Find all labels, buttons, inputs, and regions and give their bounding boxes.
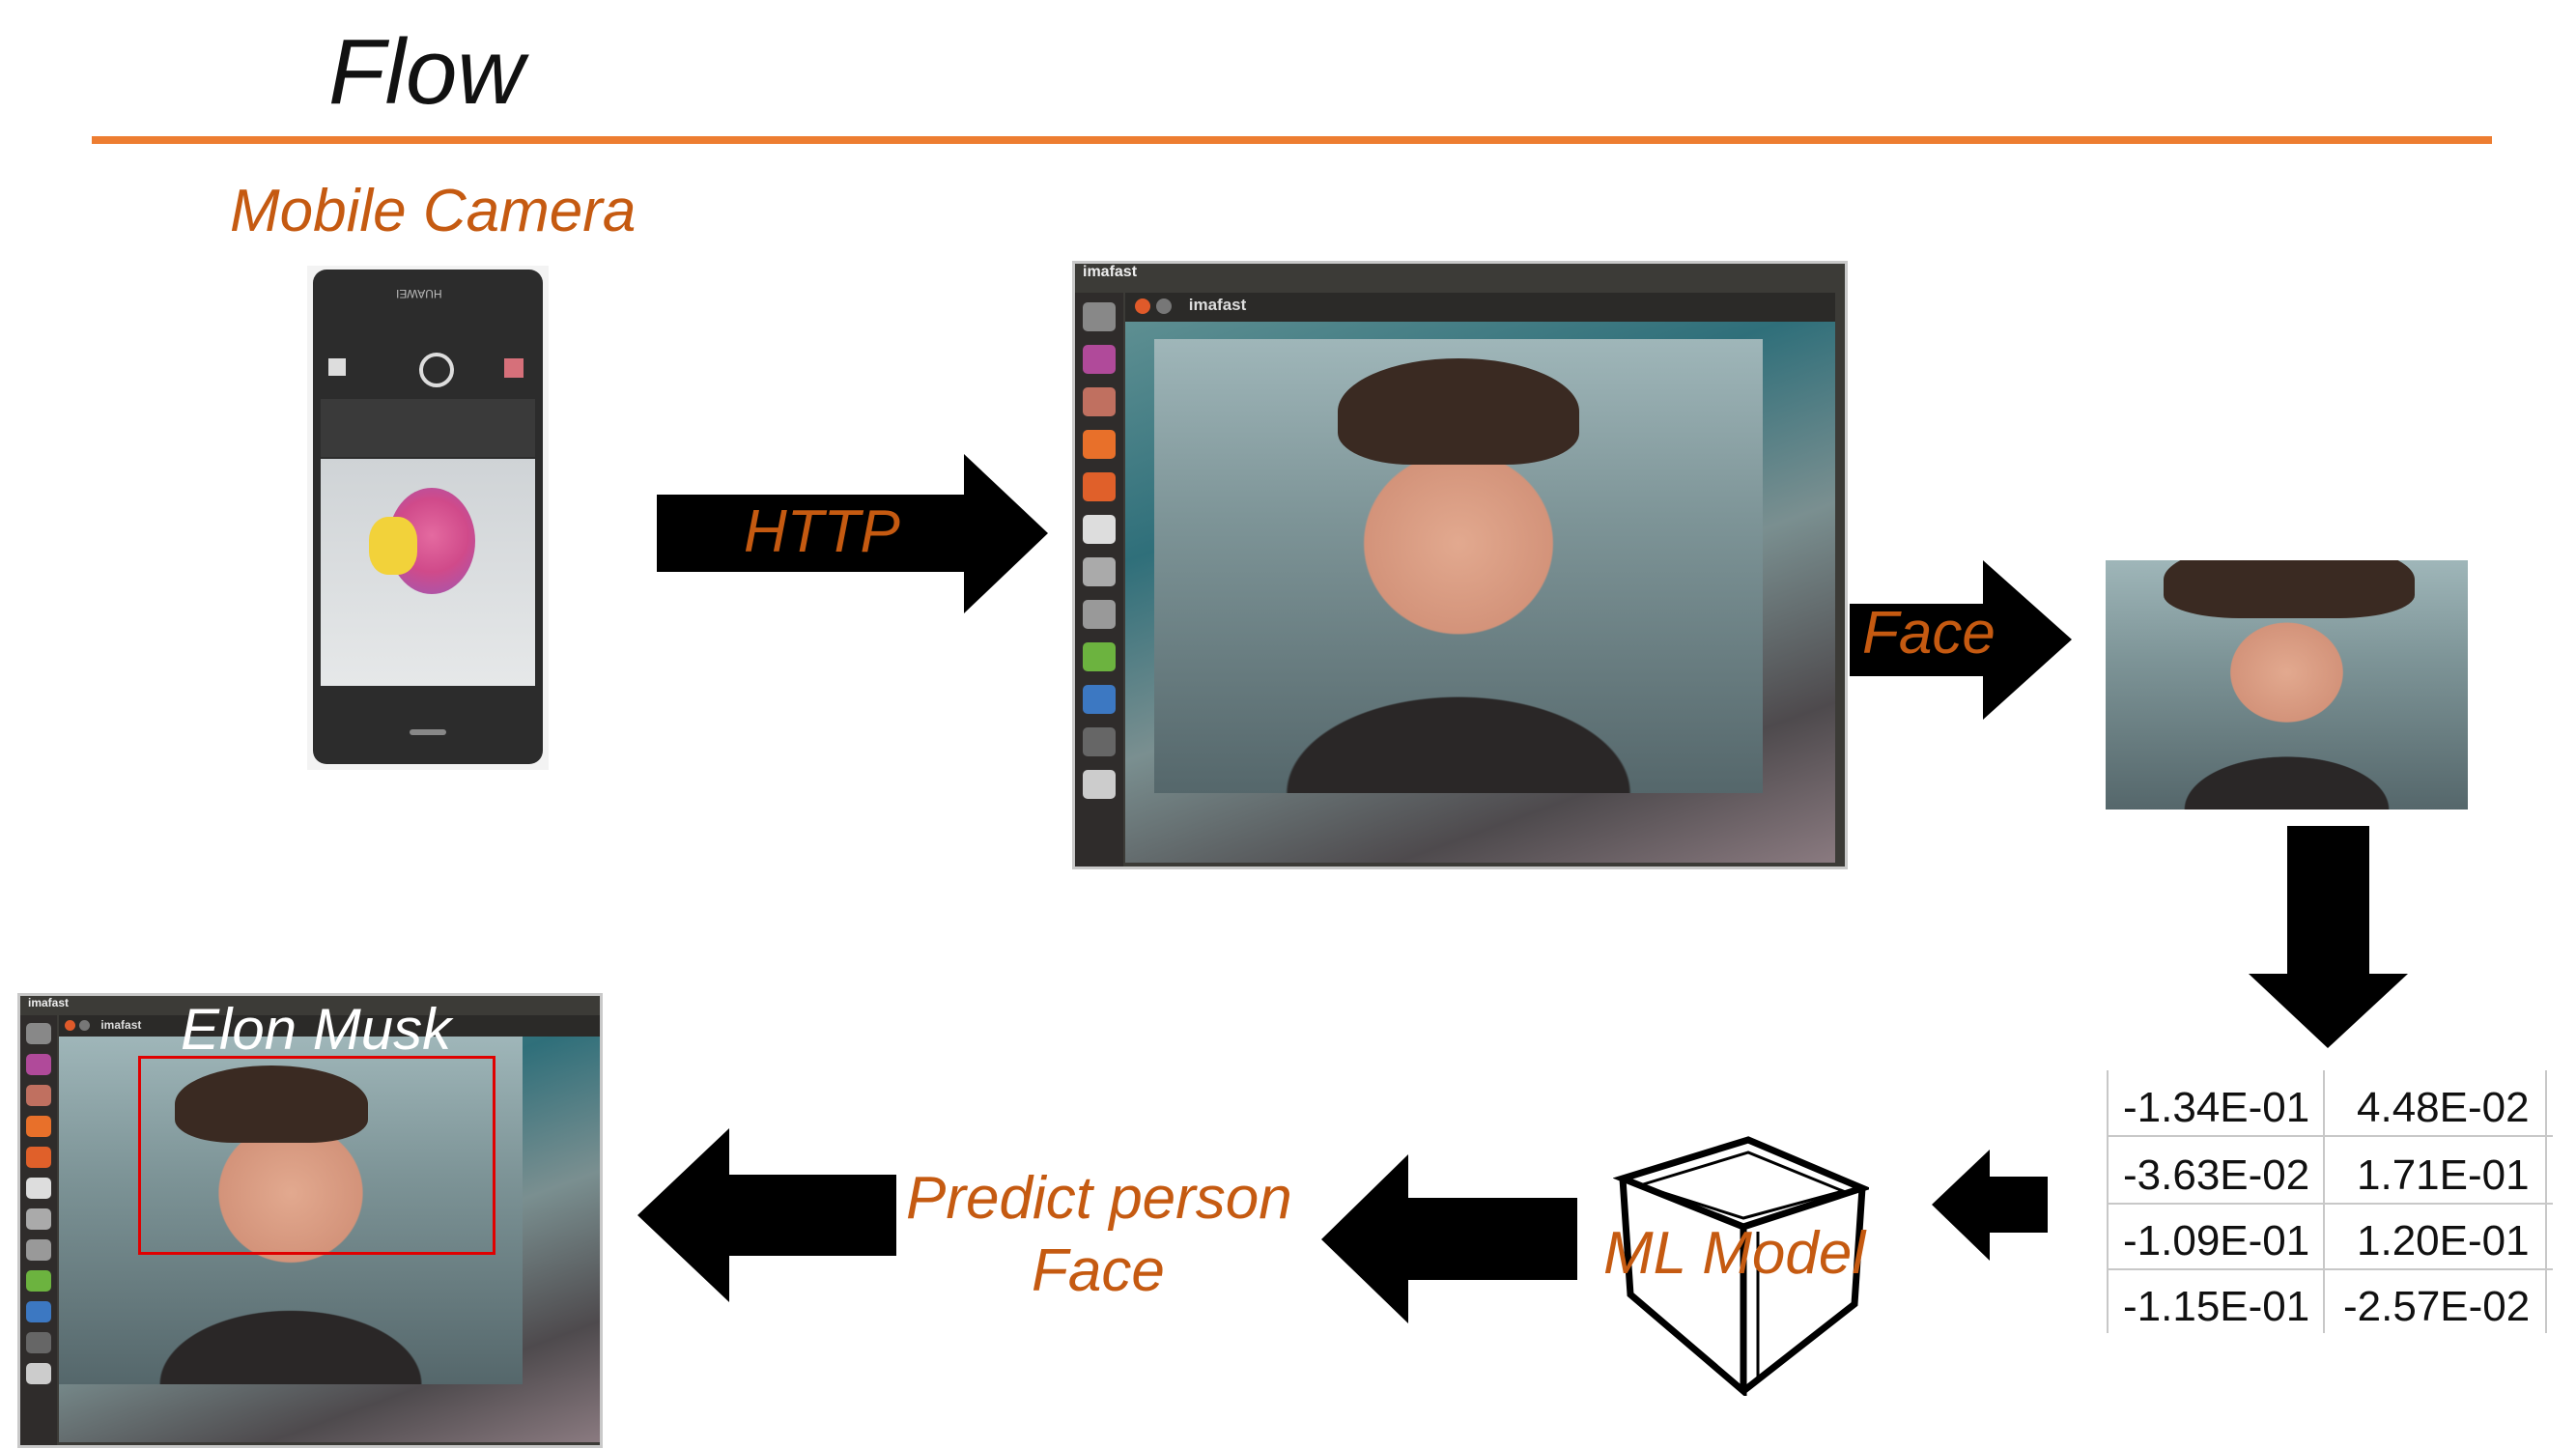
document-icon bbox=[26, 1301, 51, 1322]
cropped-hair-shape bbox=[2164, 560, 2415, 618]
http-arrow bbox=[657, 454, 1048, 613]
screenshot-icon bbox=[26, 1239, 51, 1261]
inner-window-bar: imafast bbox=[1125, 293, 1835, 322]
software-center-icon bbox=[26, 1147, 51, 1168]
camera-app-icon bbox=[1083, 727, 1116, 756]
gallery-icon bbox=[328, 358, 346, 376]
launcher-files2-icon bbox=[26, 1085, 51, 1106]
ubuntu-launcher bbox=[1075, 293, 1123, 867]
down-arrow bbox=[2249, 826, 2408, 1048]
server-window-screenshot: imafast imafast bbox=[1072, 261, 1848, 869]
table-cell: -3.63E-02 bbox=[2123, 1151, 2310, 1199]
camera-app-icon bbox=[26, 1332, 51, 1353]
thumbnail-icon bbox=[504, 358, 524, 378]
document-icon bbox=[1083, 685, 1116, 714]
person-photo bbox=[1154, 339, 1763, 793]
screenshot-icon bbox=[1083, 600, 1116, 629]
firefox-icon bbox=[1083, 430, 1116, 459]
table-cell: 1.71E-01 bbox=[2357, 1151, 2530, 1199]
model-to-predict-arrow bbox=[1321, 1154, 1577, 1323]
predict-label-line1: Predict person bbox=[906, 1165, 1292, 1232]
table-grid bbox=[2107, 1070, 2553, 1333]
cropped-face-image bbox=[2106, 560, 2468, 810]
launcher-back-icon bbox=[1083, 302, 1116, 331]
result-inner-title: imafast bbox=[100, 1017, 142, 1032]
table-cell: -2.57E-02 bbox=[2343, 1283, 2531, 1330]
table-cell: -1.34E-01 bbox=[2123, 1084, 2310, 1131]
launcher-files2-icon bbox=[1083, 387, 1116, 416]
settings-icon bbox=[1083, 557, 1116, 586]
predict-label-line2: Face bbox=[1032, 1237, 1165, 1304]
table-cell: -1.15E-01 bbox=[2123, 1283, 2310, 1330]
amazon-icon bbox=[26, 1178, 51, 1199]
result-window-screenshot: imafast imafast Elon Musk bbox=[17, 993, 603, 1448]
amazon-icon bbox=[1083, 515, 1116, 544]
text-editor-icon bbox=[1083, 770, 1116, 799]
face-label: Face bbox=[1862, 600, 1996, 667]
toy-yellow-part bbox=[369, 517, 417, 575]
mobile-phone-image: HUAWEI bbox=[307, 266, 549, 770]
embedding-table: -1.34E-01 4.48E-02 -3.63E-02 1.71E-01 -1… bbox=[2104, 1070, 2553, 1333]
result-person-photo bbox=[59, 1037, 523, 1384]
launcher-files-icon bbox=[1083, 345, 1116, 374]
table-cell: -1.09E-01 bbox=[2123, 1217, 2310, 1264]
title-underline bbox=[92, 136, 2492, 144]
camera-viewfinder bbox=[321, 459, 535, 686]
ml-model-label: ML Model bbox=[1603, 1220, 1866, 1287]
launcher-back-icon bbox=[26, 1023, 51, 1044]
face-arrow bbox=[1850, 560, 2072, 720]
phone-brand-text: HUAWEI bbox=[396, 287, 442, 300]
result-hair-shape bbox=[175, 1065, 368, 1143]
text-editor-icon bbox=[26, 1363, 51, 1384]
minimize-icon[interactable] bbox=[1156, 298, 1172, 314]
close-icon[interactable] bbox=[65, 1020, 75, 1031]
hair-shape bbox=[1338, 358, 1579, 465]
result-window-title: imafast bbox=[28, 996, 70, 1009]
leaf-app-icon bbox=[1083, 642, 1116, 671]
settings-icon bbox=[26, 1208, 51, 1230]
prediction-name-label: Elon Musk bbox=[181, 997, 452, 1062]
ml-model-cube-icon bbox=[1613, 1136, 1869, 1396]
window-title: imafast bbox=[1083, 264, 1138, 280]
table-to-model-arrow bbox=[1932, 1150, 2048, 1261]
face-bounding-box bbox=[138, 1056, 495, 1255]
result-inner-bar: imafast bbox=[59, 1015, 600, 1037]
camera-settings-strip bbox=[321, 399, 535, 457]
minimize-icon[interactable] bbox=[79, 1020, 90, 1031]
inner-window-title: imafast bbox=[1188, 296, 1247, 315]
slide-title: Flow bbox=[328, 20, 524, 124]
firefox-icon bbox=[26, 1116, 51, 1137]
http-label: HTTP bbox=[744, 498, 900, 565]
mobile-camera-label: Mobile Camera bbox=[230, 178, 637, 244]
predict-to-result-arrow bbox=[637, 1128, 896, 1302]
software-center-icon bbox=[1083, 472, 1116, 501]
phone-speaker bbox=[410, 729, 446, 735]
leaf-app-icon bbox=[26, 1270, 51, 1292]
table-cell: 4.48E-02 bbox=[2357, 1084, 2530, 1131]
result-ubuntu-launcher bbox=[20, 1015, 57, 1445]
table-cell: 1.20E-01 bbox=[2357, 1217, 2530, 1264]
camera-shutter-icon bbox=[419, 353, 454, 387]
launcher-files-icon bbox=[26, 1054, 51, 1075]
close-icon[interactable] bbox=[1135, 298, 1150, 314]
